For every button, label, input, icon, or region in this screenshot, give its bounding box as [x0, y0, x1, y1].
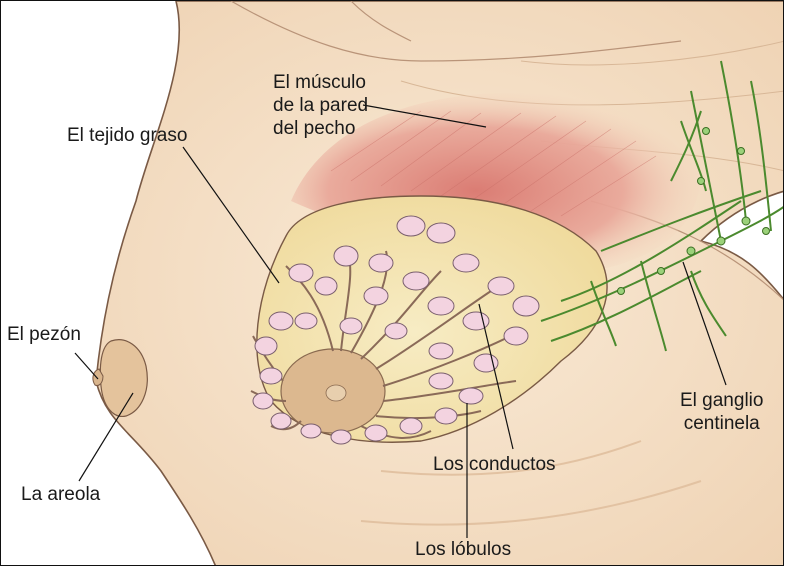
label-nipple: El pezón: [7, 323, 81, 346]
label-areola: La areola: [21, 483, 100, 506]
label-node-line1: El ganglio: [680, 389, 763, 412]
label-muscle-line2: de la pared: [273, 94, 368, 117]
label-ducts: Los conductos: [433, 453, 556, 476]
label-chest-wall-muscle: El músculo de la pared del pecho: [273, 71, 368, 140]
label-muscle-line1: El músculo: [273, 71, 368, 94]
label-fatty-tissue: El tejido graso: [67, 124, 187, 147]
label-node-line2: centinela: [680, 412, 763, 435]
label-muscle-line3: del pecho: [273, 117, 368, 140]
label-sentinel-node: El ganglio centinela: [680, 389, 763, 435]
label-lobules: Los lóbulos: [415, 538, 511, 561]
